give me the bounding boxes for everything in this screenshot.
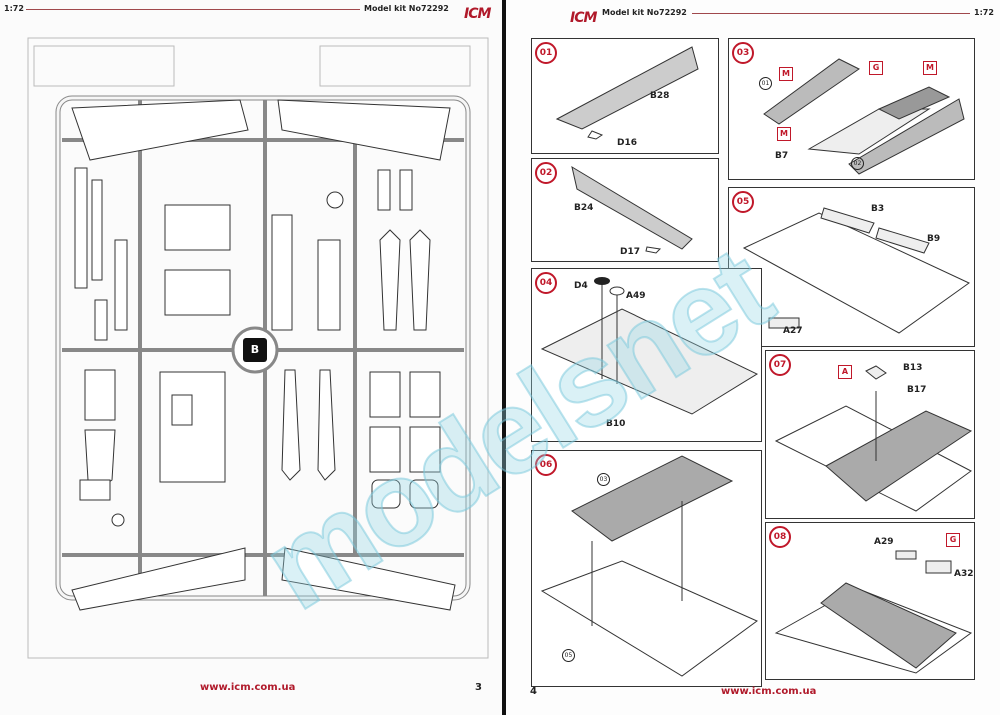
part-label: D4 [574,281,588,291]
website-link[interactable]: www.icm.com.ua [200,682,296,693]
part-label: A49 [626,291,646,301]
part-label: B28 [650,91,670,101]
step-03-drawing [763,58,965,175]
sprue-letter-badge: B [243,338,267,362]
part-label: A29 [874,537,894,547]
paint-marker: M [923,61,937,75]
part-label: B17 [907,385,927,395]
step-number: 07 [769,354,791,376]
background-ghost-print [27,37,489,659]
part-label: A32 [954,569,974,579]
part-label: B7 [775,151,789,161]
step-number: 05 [732,191,754,213]
scale-label: 1:72 [974,8,994,17]
header-rule [692,13,970,14]
icm-logo: ICM [464,6,491,22]
paint-marker: A [838,365,852,379]
part-label: B9 [927,234,941,244]
page-number: 3 [475,682,482,693]
step-02: 02 B24 D17 [531,158,719,262]
step-07-drawing [774,365,973,512]
step-number: 03 [732,42,754,64]
part-label: A27 [783,326,803,336]
model-kit-label: Model kit No72292 [602,8,687,17]
step-04-drawing [540,277,759,415]
page-divider [502,0,506,715]
step-04: 04 D4 A49 B10 [531,268,762,442]
step-03: 03 01 02 M G M M B7 [728,38,975,180]
part-label: B3 [871,204,885,214]
step-reference: 02 [851,157,864,170]
step-02-drawing [571,165,693,254]
step-number: 02 [535,162,557,184]
part-label: D17 [620,247,640,257]
step-number: 01 [535,42,557,64]
paint-marker: M [779,67,793,81]
step-05: 05 B3 B9 A27 H [728,187,975,347]
scale-label: 1:72 [4,4,24,13]
paint-marker: G [946,533,960,547]
step-05-drawing [742,207,970,334]
step-06-drawing [540,455,758,677]
step-01-drawing [555,46,699,140]
step-06: 06 03 05 [531,450,762,687]
step-number: 08 [769,526,791,548]
step-reference: 05 [562,649,575,662]
part-label: D16 [617,138,637,148]
paint-marker: M [777,127,791,141]
part-label: B13 [903,363,923,373]
icm-logo: ICM [570,10,597,26]
step-number: 06 [535,454,557,476]
step-reference: 03 [597,473,610,486]
step-01: 01 B28 D16 [531,38,719,154]
website-link[interactable]: www.icm.com.ua [721,686,817,697]
step-reference: 01 [759,77,772,90]
part-label: B10 [606,419,626,429]
paint-marker: G [869,61,883,75]
step-number: 04 [535,272,557,294]
step-08-drawing [774,550,973,674]
step-07: 07 A B13 B17 [765,350,975,519]
model-kit-label: Model kit No72292 [364,4,449,13]
left-page-sprue-b: 1:72 Model kit No72292 ICM [4,4,492,693]
right-page-instructions: ICM Model kit No72292 1:72 01 B28 D16 02… [506,0,1000,715]
sprue-parts [71,99,456,611]
page-number: 4 [530,686,537,697]
step-08: 08 A29 G A32 [765,522,975,680]
header-rule [26,9,360,10]
part-label: B24 [574,203,594,213]
